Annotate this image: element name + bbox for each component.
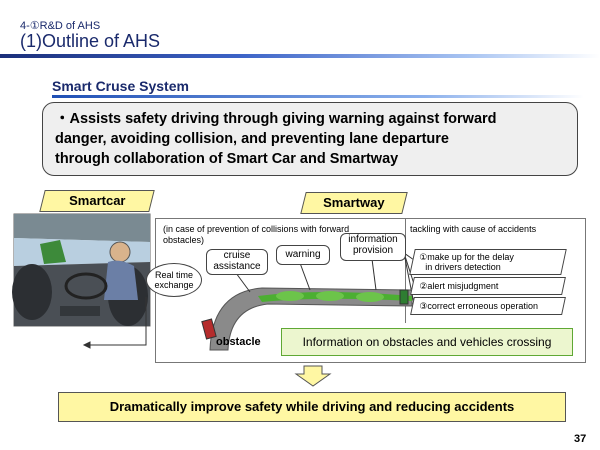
summary-box: ・Assists safety driving through giving w… xyxy=(42,102,578,176)
realtime-exchange-bubble: Real time exchange xyxy=(146,263,202,297)
title-divider xyxy=(0,54,600,58)
cruise-assistance-callout: cruise assistance xyxy=(206,249,268,275)
realtime-line-2: exchange xyxy=(154,280,194,290)
collision-note-line-2: obstacles) xyxy=(163,235,205,245)
page-title: (1)Outline of AHS xyxy=(20,31,161,51)
collision-note: (in case of prevention of collisions wit… xyxy=(163,224,383,246)
accident-note: tackling with cause of accidents xyxy=(410,224,537,234)
cruise-line-1: cruise xyxy=(223,250,251,261)
info-banner: Information on obstacles and vehicles cr… xyxy=(281,328,573,356)
info-line-1: information xyxy=(348,234,398,245)
pre-title: 4-①R&D of AHS xyxy=(20,20,101,32)
measure-3-label: ③correct erroneous operation xyxy=(419,301,538,311)
measure-1-line-2: in drivers detection xyxy=(425,262,501,272)
measure-correct-operation: ③correct erroneous operation xyxy=(410,297,566,315)
measure-1-line-1: ①make up for the delay xyxy=(419,252,514,262)
section-divider xyxy=(52,95,584,98)
diagram-divider xyxy=(405,219,406,323)
section-heading: Smart Cruse System xyxy=(52,78,189,94)
realtime-line-1: Real time xyxy=(154,270,193,280)
summary-line-2: danger, avoiding collision, and preventi… xyxy=(55,131,449,147)
connector-lines xyxy=(82,252,415,349)
warning-callout: warning xyxy=(276,245,330,265)
measure-alert-misjudgment: ②alert misjudgment xyxy=(410,277,566,295)
cruise-line-2: assistance xyxy=(213,261,261,272)
collision-note-line-1: (in case of prevention of collisions wit… xyxy=(163,224,350,234)
information-provision-callout: information provision xyxy=(340,233,406,261)
car-interior-illustration xyxy=(12,213,151,327)
result-arrow-icon xyxy=(294,365,332,387)
page-number: 37 xyxy=(574,433,587,445)
result-box: Dramatically improve safety while drivin… xyxy=(58,392,566,422)
measure-2-label: ②alert misjudgment xyxy=(419,281,499,291)
summary-line-1: ・Assists safety driving through giving w… xyxy=(55,111,497,127)
obstacle-label: obstacle xyxy=(216,336,261,348)
summary-line-3: through collaboration of Smart Car and S… xyxy=(55,151,399,167)
info-line-2: provision xyxy=(352,245,394,256)
road-illustration xyxy=(201,287,413,351)
